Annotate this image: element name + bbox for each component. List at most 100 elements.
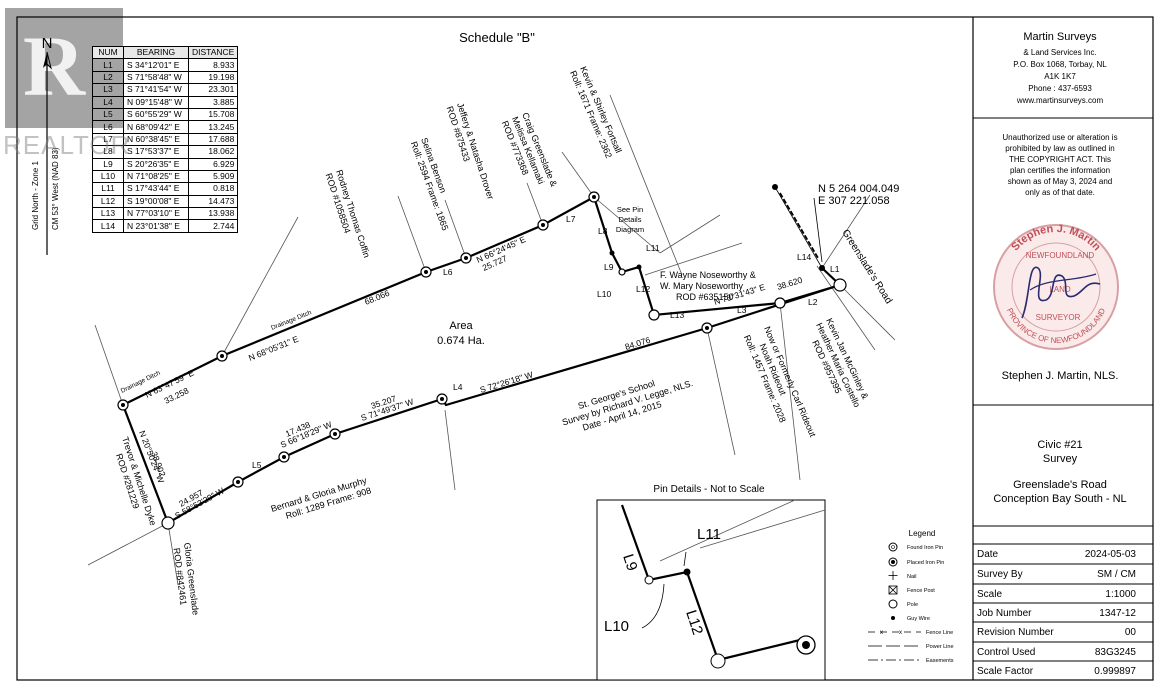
cell-distance: 17.688 — [187, 132, 239, 147]
cell-bearing: N 23°01'38" E — [123, 219, 189, 233]
north-arrow: N Grid North - Zone 1 CM 53° West (NAD 8… — [31, 35, 60, 255]
copyright-note: Unauthorized use or alteration is prohib… — [1002, 133, 1117, 197]
inset-label-l9: L9 — [619, 552, 640, 573]
road-edge — [839, 284, 896, 341]
signature — [1021, 266, 1101, 319]
guy-wire-icon — [891, 616, 895, 620]
cell-num: L11 — [92, 182, 124, 196]
legend-item: Found Iron Pin — [907, 545, 943, 551]
adjoining-line — [593, 196, 661, 254]
surveyor-seal: Stephen J. Martin PROVINCE OF NEWFOUNDLA… — [993, 223, 1119, 350]
placed-iron-pin-icon — [888, 557, 898, 567]
info-label-survey-by: Survey By — [977, 569, 1023, 580]
nail — [636, 264, 642, 270]
cell-distance: 13.938 — [187, 207, 239, 221]
copyright-line: only as of that date. — [1025, 188, 1095, 197]
seal-surveyor: SURVEYOR — [1036, 313, 1081, 322]
adjoining-line — [659, 214, 721, 254]
adjoining-line — [444, 199, 467, 259]
legend-item: Fence Line — [926, 630, 953, 636]
adjoining-line — [609, 94, 683, 276]
header-distance: DISTANCE — [187, 45, 239, 60]
cell-num: L12 — [92, 194, 124, 209]
pin-details-title: Pin Details - Not to Scale — [653, 484, 765, 495]
seal-inner-ring — [1011, 242, 1101, 332]
owner-greenslade-kellamaki: Craig Greenslade &Melissa KellamakiROD #… — [500, 111, 559, 196]
inset-label-l12: L12 — [682, 608, 706, 637]
realtor-watermark: REALTOR — [3, 130, 131, 160]
cell-num: L13 — [92, 207, 124, 221]
legend-title: Legend — [909, 529, 936, 538]
fence-post-icon — [888, 585, 898, 595]
line-label-l4: L4 — [453, 382, 463, 392]
line-label-l6: L6 — [443, 267, 453, 277]
inset-leader — [641, 583, 665, 629]
civic-survey: Survey — [1043, 453, 1078, 465]
found-iron-pin-icon-inner — [891, 545, 895, 549]
found-iron-pin — [774, 297, 786, 309]
line-label-l7: L7 — [566, 214, 576, 224]
legend-item: Power Line — [926, 644, 954, 650]
civic-location: Conception Bay South - NL — [993, 493, 1126, 505]
pin-center — [705, 326, 709, 330]
legend: Legend Found Iron Pin Placed Iron Pin Na… — [868, 529, 954, 664]
cell-bearing: N 60°38'45" E — [123, 132, 189, 147]
owner-gloria-greenslade: Gloria GreensladeROD #842461 — [171, 542, 201, 617]
info-value-survey-by: SM / CM — [1097, 569, 1136, 580]
legend-item: Guy Wire — [907, 616, 930, 622]
placed-iron-pin-icon-inner — [891, 560, 895, 564]
adjoining-line — [167, 522, 179, 586]
legend-item: Nail — [907, 574, 916, 580]
info-label-scale-factor: Scale Factor — [977, 666, 1034, 677]
pole-icon — [888, 599, 898, 609]
info-label-date: Date — [977, 549, 999, 560]
adjoining-line — [644, 242, 743, 276]
road-edge — [821, 194, 871, 269]
line-label-l9: L9 — [604, 262, 614, 272]
inset-boundary — [620, 504, 720, 661]
found-iron-pin-icon — [888, 542, 898, 552]
cell-distance: 3.885 — [187, 95, 239, 109]
north-arrow-head-outline — [46, 51, 52, 70]
owner-coffin: Rodney Thomas CoffinROD #1058504 — [324, 169, 372, 263]
line-label-l14: L14 — [797, 252, 811, 262]
cell-num: L4 — [92, 95, 124, 109]
bearing-table-header: NUM BEARING DISTANCE — [92, 45, 239, 60]
owner-st-georges-school: St. George's SchoolSurvey by Richard V. … — [558, 368, 698, 438]
owner-fortsall: Kevin & Shirley FortsallRoll: 1671 Frame… — [568, 65, 624, 160]
adjoining-boundaries — [87, 94, 896, 586]
cell-bearing: S 17°43'44" E — [123, 182, 189, 196]
guy-wire — [772, 184, 823, 269]
inset-label-l11: L11 — [697, 526, 721, 543]
header-bearing: BEARING — [123, 45, 189, 60]
civic-road: Greenslade's Road — [1013, 479, 1107, 491]
legend-item: Placed Iron Pin — [907, 560, 944, 566]
found-iron-pin — [648, 309, 660, 321]
company-website: www.martinsurveys.com — [1016, 96, 1104, 105]
cell-num: L7 — [92, 132, 124, 147]
owner-murphy: Bernard & Gloria MurphyRoll: 1289 Frame:… — [270, 475, 373, 525]
cell-distance: 8.933 — [187, 58, 239, 72]
info-value-control: 83G3245 — [1095, 647, 1137, 658]
info-label-revision: Revision Number — [977, 627, 1054, 638]
nail — [819, 265, 825, 271]
cell-num: L10 — [92, 169, 124, 184]
cell-distance: 18.062 — [187, 145, 239, 159]
cell-distance: 14.473 — [187, 194, 239, 209]
signature-stroke — [1029, 273, 1097, 291]
pin-center — [541, 223, 545, 227]
info-value-date: 2024-05-03 — [1085, 549, 1137, 560]
cell-bearing: N 09°15'48" W — [123, 95, 189, 109]
pin-center — [236, 480, 240, 484]
info-label-control: Control Used — [977, 647, 1035, 658]
